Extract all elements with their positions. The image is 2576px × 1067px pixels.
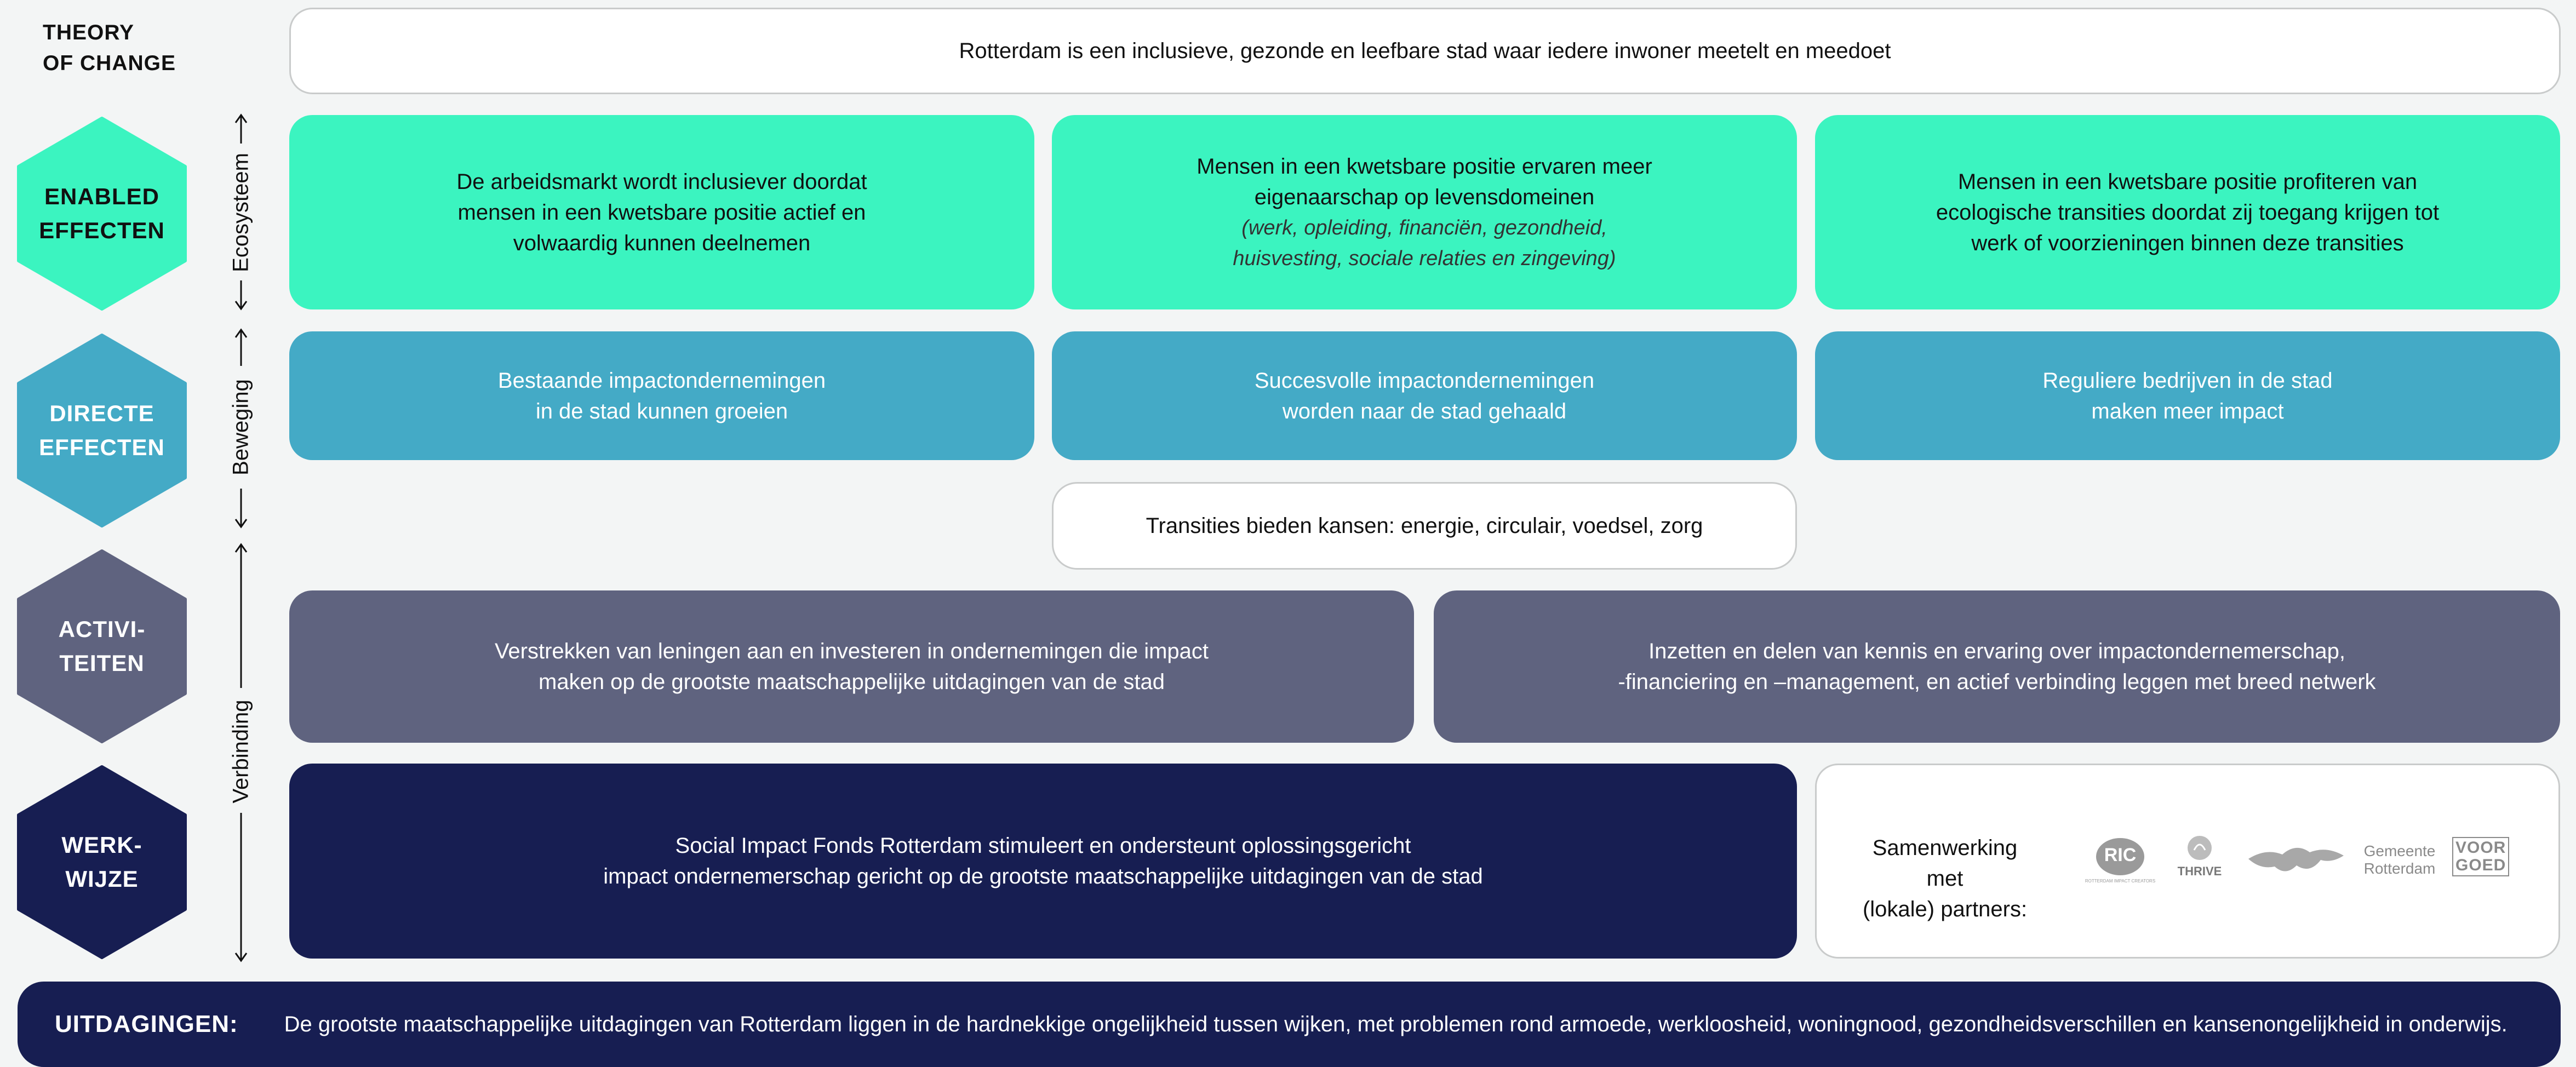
direct-effect-box-2: Succesvolle impactondernemingen worden n… [1052,331,1797,460]
arrow-down-icon [234,519,248,529]
enabled-effect-box-1: De arbeidsmarkt wordt inclusiever doorda… [289,115,1034,309]
axis-arrows [234,113,248,962]
arrow-up-icon [234,543,248,553]
axis-label-verbinding: Verbinding [228,699,253,804]
ric-logo: RIC ROTTERDAM IMPACT CREATORS [2082,835,2159,890]
level-hex-enabled-effecten: ENABLED EFFECTEN [16,116,187,311]
hexagon-shape [17,334,187,527]
axis-label-ecosysteem: Ecosysteem [228,153,253,272]
direct-effect-box-3: Reguliere bedrijven in de stad maken mee… [1815,331,2560,460]
gemeente-rotterdam-logo: Gemeente Rotterdam [2363,842,2436,877]
challenges-text: De grootste maatschappelijke uitdagingen… [284,1012,2508,1036]
arrow-down-icon [234,301,248,311]
arrow-up-icon [234,328,248,338]
hexagon-shape [17,765,187,959]
vision-text: Rotterdam is een inclusieve, gezonde en … [959,39,1891,63]
thrive-logo: THRIVE [2169,834,2230,888]
level-label: EFFECTEN [39,434,165,460]
diagram-title: THEORY OF CHANGE [43,21,176,75]
voor-goed-logo: VOOR GOED [2452,837,2518,886]
level-label: TEITEN [59,650,145,676]
enabled-effect-box-2: Mensen in een kwetsbare positie ervaren … [1052,115,1797,309]
transitions-box: Transities bieden kansen: energie, circu… [1052,482,1797,570]
level-label: WERK- [61,832,142,858]
challenges-label: UITDAGINGEN: [55,1011,238,1037]
activity-box-1: Verstrekken van leningen aan en invester… [289,590,1414,743]
challenges-bar: UITDAGINGEN: De grootste maatschappelijk… [18,982,2561,1067]
direct-effect-box-1: Bestaande impactondernemingen in de stad… [289,331,1034,460]
werkwijze-box: Social Impact Fonds Rotterdam stimuleert… [289,764,1797,959]
level-label: ENABLED [44,183,159,209]
level-hex-directe-effecten: DIRECTE EFFECTEN [16,333,187,528]
enabled-effect-box-3: Mensen in een kwetsbare positie profiter… [1815,115,2560,309]
level-hex-werkwijze: WERK- WIJZE [16,765,187,960]
arrow-down-icon [234,953,248,962]
vision-box: Rotterdam is een inclusieve, gezonde en … [289,8,2561,94]
level-label: WIJZE [65,866,139,892]
hexagon-shape [17,549,187,743]
lion-logo [2244,838,2348,882]
arrow-up-icon [234,113,248,123]
partners-box [1815,764,2560,959]
activity-box-2: Inzetten en delen van kennis en ervaring… [1434,590,2560,743]
level-label: EFFECTEN [39,217,165,243]
axis-label-beweging: Beweging [228,379,253,475]
level-label: DIRECTE [49,400,154,426]
level-label: ACTIVI- [58,616,146,642]
hexagon-shape [17,117,187,311]
partners-label: Samenwerking met (lokale) partners: [1862,836,2028,921]
level-hex-activiteiten: ACTIVI- TEITEN [16,549,187,744]
